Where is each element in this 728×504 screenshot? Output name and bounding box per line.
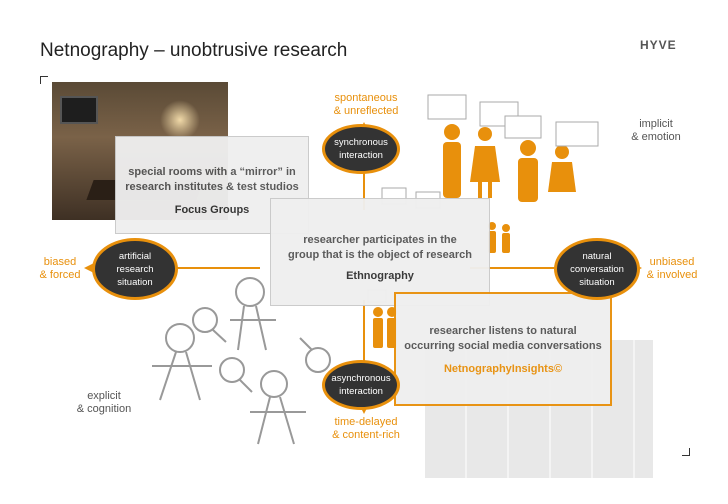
corner-mark-top-left xyxy=(40,76,48,84)
people-figures xyxy=(373,124,576,348)
node-artificial: artificial research situation xyxy=(92,238,178,300)
speech-bubbles xyxy=(367,94,599,303)
node-natural: natural conversation situation xyxy=(554,238,640,300)
label-implicit: implicit & emotion xyxy=(631,118,681,143)
label-biased: biased & forced xyxy=(39,256,81,281)
label-unbiased: unbiased & involved xyxy=(646,256,698,281)
label-spontaneous: spontaneous & unreflected xyxy=(333,92,399,117)
focus-groups-box: special rooms with a “mirror” in researc… xyxy=(115,136,309,234)
netnography-desc: researcher listens to natural occurring … xyxy=(404,325,602,352)
slide-title: Netnography – unobtrusive research xyxy=(40,40,348,61)
focus-groups-name: Focus Groups xyxy=(174,204,250,216)
focus-groups-desc: special rooms with a “mirror” in researc… xyxy=(125,166,299,193)
room-light xyxy=(160,100,200,140)
netnography-name: NetnographyInsights© xyxy=(443,363,563,375)
ethnography-desc: researcher participates in the group tha… xyxy=(288,234,472,261)
ethnography-name: Ethnography xyxy=(346,270,414,282)
netnography-box: researcher listens to natural occurring … xyxy=(394,292,612,406)
sketch-figures xyxy=(152,277,331,445)
node-synchronous: synchronous interaction xyxy=(322,124,400,174)
hyve-logo: HYVE xyxy=(640,38,677,52)
label-time-delayed: time-delayed & content-rich xyxy=(332,416,400,441)
corner-mark-bottom-right xyxy=(682,448,690,456)
ethnography-box: researcher participates in the group tha… xyxy=(270,198,490,306)
node-asynchronous: asynchronous interaction xyxy=(322,360,400,410)
label-explicit: explicit & cognition xyxy=(76,390,132,415)
room-screen xyxy=(60,96,98,124)
